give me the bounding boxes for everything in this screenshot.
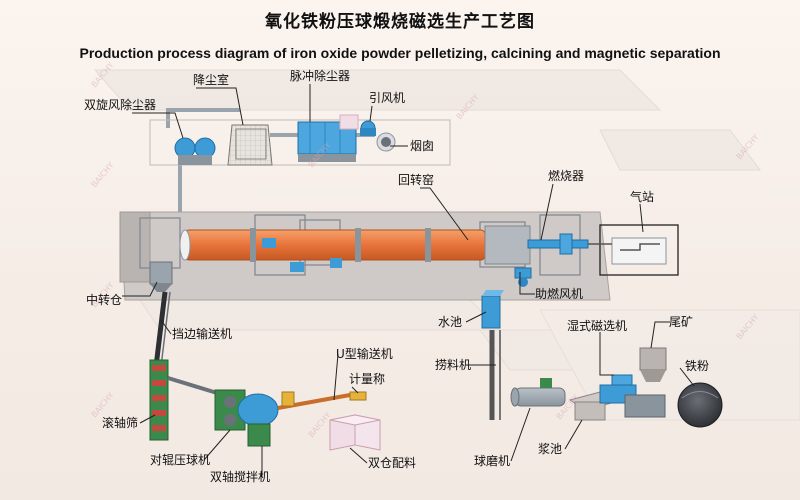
label-pulse-dust-collector: 脉冲除尘器 — [290, 68, 350, 83]
twin-shaft-mixer — [237, 393, 279, 447]
double-bin-batching — [329, 414, 381, 451]
leader-twin-cyclone — [132, 112, 184, 139]
label-rotary-kiln: 回转窑 — [398, 172, 434, 187]
leader-tailings — [650, 321, 670, 349]
metering-scale — [349, 391, 367, 401]
label-twin-shaft-mixer: 双轴搅拌机 — [210, 469, 270, 484]
transfer-bin — [149, 261, 173, 292]
diagram-subtitle: Production process diagram of iron oxide… — [79, 45, 721, 61]
label-metering-scale: 计量称 — [349, 372, 385, 386]
dust-settling-chamber — [227, 124, 273, 166]
watermark: BAICHY — [307, 411, 333, 440]
background-structure — [93, 69, 800, 421]
label-combustion-fan: 助燃风机 — [535, 286, 583, 301]
gas-station — [599, 224, 679, 276]
water-tank — [481, 290, 504, 329]
labels: 降尘室 脉冲除尘器 双旋风除尘器 引风机 烟囱 回转窑 燃烧器 气站 中转仓 助… — [84, 68, 709, 484]
leader-wet-separator — [599, 332, 614, 376]
label-burner: 燃烧器 — [548, 168, 584, 183]
tailings-bin — [639, 347, 667, 382]
ball-mill — [510, 378, 566, 407]
support-roller-unit — [290, 262, 304, 272]
label-wet-magnetic-separator: 湿式磁选机 — [567, 318, 627, 333]
pelletizing-line — [149, 359, 381, 451]
separator-tank — [624, 394, 666, 418]
label-transfer-bin: 中转仓 — [86, 292, 122, 307]
rotary-kiln-area — [119, 211, 679, 301]
label-induced-fan: 引风机 — [369, 91, 405, 105]
drag-conveyor — [489, 330, 501, 420]
label-roller-screen: 滚轴筛 — [102, 415, 138, 430]
rotary-kiln — [179, 228, 486, 262]
label-iron-powder: 铁粉 — [685, 359, 709, 373]
label-drag-conveyor: 捞料机 — [435, 358, 471, 372]
watermark: BAICHY — [90, 391, 116, 420]
leader-ball-mill — [510, 407, 531, 462]
leader-lines — [122, 84, 695, 477]
leader-gas-station — [639, 203, 644, 233]
leader-double-bin — [349, 447, 368, 464]
leader-iron-powder — [679, 367, 695, 387]
leader-roller-press — [203, 429, 231, 461]
label-slurry-tank: 浆池 — [538, 441, 562, 456]
leader-roller-screen — [139, 414, 156, 424]
leader-slurry-tank — [564, 419, 583, 450]
leader-metering-scale — [351, 386, 359, 394]
fan-housing — [339, 114, 359, 130]
separation-line — [510, 347, 723, 428]
u-conveyor — [277, 391, 351, 410]
support-roller-unit — [330, 258, 342, 268]
leader-induced-fan — [369, 105, 373, 122]
leader-combustion-fan — [519, 272, 535, 295]
watermark: BAICHY — [90, 161, 116, 190]
leader-transfer-bin — [122, 281, 158, 297]
leader-rotary-kiln — [420, 187, 469, 241]
leader-water-tank — [465, 311, 487, 323]
twin-cyclone-dust-collector — [174, 137, 216, 165]
leader-burner — [540, 183, 554, 241]
label-chimney: 烟囱 — [410, 139, 434, 153]
label-u-conveyor: U型输送机 — [336, 346, 393, 361]
diagram-title: 氧化铁粉压球煅烧磁选生产工艺图 — [265, 12, 535, 32]
drive-unit — [262, 238, 276, 248]
label-twin-cyclone: 双旋风除尘器 — [84, 97, 156, 112]
label-water-tank: 水池 — [438, 315, 462, 329]
iron-powder-pile — [677, 382, 723, 428]
induced-draft-fan — [360, 120, 376, 136]
label-dust-chamber: 降尘室 — [193, 72, 229, 87]
label-roller-press: 对辊压球机 — [150, 453, 210, 467]
chimney — [376, 132, 396, 152]
label-tailings: 尾矿 — [669, 315, 693, 329]
leader-u-conveyor — [333, 353, 339, 401]
label-skirt-conveyor: 挡边输送机 — [172, 326, 232, 341]
label-double-bin-batching: 双仓配料 — [368, 456, 416, 470]
roller-press — [214, 389, 246, 431]
roller-screen — [149, 359, 169, 441]
label-ball-mill: 球磨机 — [474, 454, 510, 468]
leader-dust-chamber — [196, 87, 244, 126]
leader-skirt-conveyor — [160, 319, 172, 335]
label-gas-station: 气站 — [630, 189, 654, 204]
